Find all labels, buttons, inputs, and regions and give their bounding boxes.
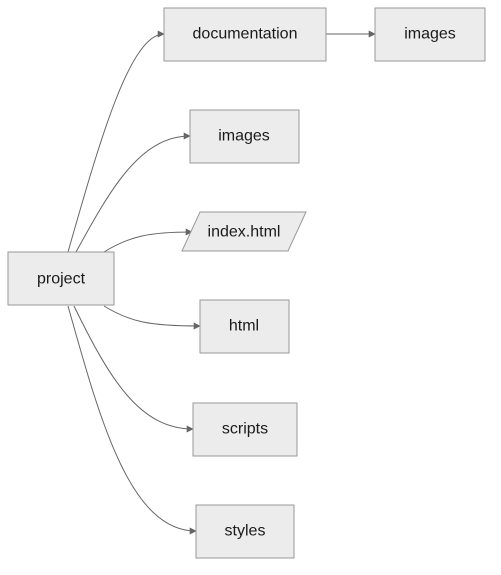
node-index-html[interactable]: index.html — [181, 211, 307, 252]
node-html[interactable]: html — [199, 299, 290, 354]
edge-project-scripts — [73, 305, 194, 433]
node-label: scripts — [222, 421, 268, 438]
node-label: documentation — [193, 26, 298, 43]
node-label: index.html — [208, 224, 281, 241]
node-label: project — [37, 271, 86, 288]
node-scripts[interactable]: scripts — [192, 402, 298, 457]
node-label: images — [404, 26, 456, 43]
edge-project-index-html — [103, 228, 193, 253]
node-project[interactable]: project — [7, 251, 115, 306]
node-label: html — [229, 318, 259, 335]
node-styles[interactable]: styles — [195, 504, 295, 559]
edge-project-images — [75, 132, 191, 253]
node-documentation[interactable]: documentation — [163, 7, 327, 62]
node-label: images — [218, 128, 270, 145]
edge-project-html — [103, 305, 201, 330]
node-label: styles — [225, 523, 266, 540]
node-images[interactable]: images — [189, 109, 300, 164]
edge-project-styles — [67, 305, 197, 535]
edges — [67, 30, 376, 535]
edge-project-documentation — [67, 30, 165, 253]
node-documentation-images[interactable]: images — [374, 7, 486, 62]
